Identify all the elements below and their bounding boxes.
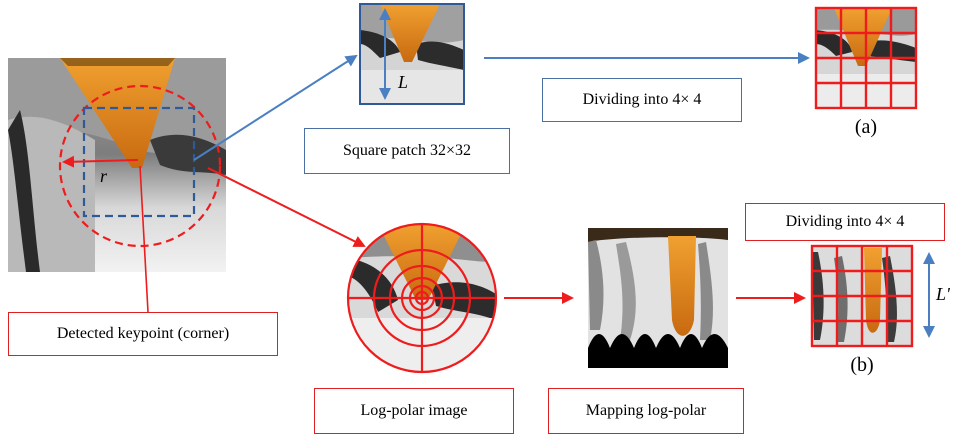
grid-size-label: L' bbox=[935, 284, 951, 304]
dividing-top-label: Dividing into 4× 4 bbox=[542, 78, 742, 122]
grid-a-lines bbox=[814, 6, 918, 110]
caption-b: (b) bbox=[850, 354, 874, 376]
square-patch-frame bbox=[359, 3, 465, 105]
square-patch-label: Square patch 32×32 bbox=[304, 128, 510, 174]
patch-size-label: L bbox=[397, 72, 408, 92]
square-patch-image bbox=[360, 4, 464, 104]
mapped-log-polar-image bbox=[588, 228, 728, 368]
caption-a: (a) bbox=[854, 116, 878, 138]
arrow-to-square-patch bbox=[193, 54, 358, 161]
log-polar-image-label: Log-polar image bbox=[314, 388, 514, 434]
mapping-log-polar-label: Mapping log-polar bbox=[548, 388, 744, 434]
dividing-bottom-label: Dividing into 4× 4 bbox=[745, 203, 945, 241]
keypoint-radius-circle bbox=[58, 84, 222, 248]
radius-label: r bbox=[100, 166, 108, 186]
arrow-to-log-polar bbox=[207, 167, 366, 247]
radius-arrow bbox=[62, 155, 139, 168]
grid-b-lines bbox=[810, 244, 914, 348]
detected-keypoint-label: Detected keypoint (corner) bbox=[8, 312, 278, 356]
keypoint-pointer-line bbox=[139, 165, 149, 313]
keypoint-image bbox=[8, 58, 226, 272]
log-polar-rings bbox=[346, 222, 498, 374]
